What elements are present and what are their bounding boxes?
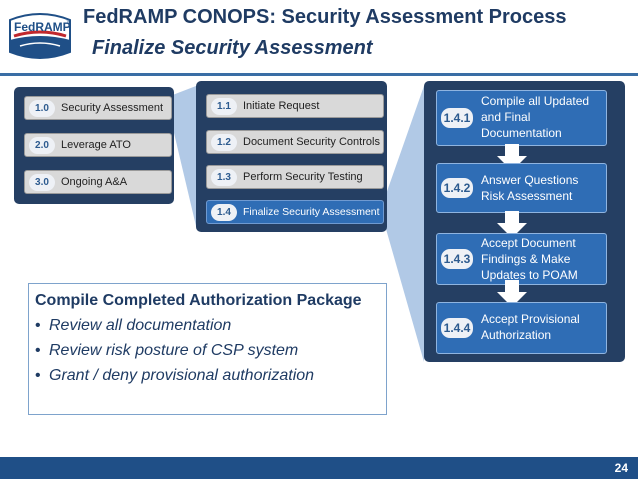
header-divider: [0, 73, 638, 76]
phase-item-ongoing-aa[interactable]: 3.0 Ongoing A&A: [24, 170, 172, 194]
down-arrow-icon: [497, 211, 527, 238]
substep-compile-documentation[interactable]: 1.4.1 Compile all Updated and Final Docu…: [436, 90, 607, 146]
substep-accept-provisional-authorization[interactable]: 1.4.4 Accept Provisional Authorization: [436, 302, 607, 354]
substep-line: Compile all Updated: [481, 94, 590, 108]
step-number: 1.3: [211, 168, 237, 186]
logo-tm: ™: [66, 20, 71, 26]
phase-number: 3.0: [29, 173, 55, 191]
step-label: Perform Security Testing: [243, 171, 363, 183]
package-list: Review all documentation Review risk pos…: [35, 313, 380, 388]
package-item: Review all documentation: [35, 313, 380, 338]
substep-line: Accept Provisional: [481, 312, 580, 326]
substep-line: Risk Assessment: [481, 189, 573, 203]
step-number: 1.4: [211, 203, 237, 221]
phase-number: 1.0: [29, 99, 55, 117]
package-item: Review risk posture of CSP system: [35, 338, 380, 363]
authorization-package-box: Compile Completed Authorization Package …: [28, 283, 387, 415]
step-label: Finalize Security Assessment: [243, 206, 380, 218]
substep-number: 1.4.1: [441, 108, 473, 128]
substep-line: Answer Questions: [481, 173, 579, 187]
fedramp-logo: FedRAMP ™: [4, 6, 76, 66]
step-item-perform-security-testing[interactable]: 1.3 Perform Security Testing: [206, 165, 384, 189]
down-arrow-icon: [497, 144, 527, 171]
step-item-initiate-request[interactable]: 1.1 Initiate Request: [206, 94, 384, 118]
step-item-document-security-controls[interactable]: 1.2 Document Security Controls: [206, 130, 384, 154]
step-label: Initiate Request: [243, 100, 320, 112]
substep-line: Documentation: [481, 126, 562, 140]
phase-item-leverage-ato[interactable]: 2.0 Leverage ATO: [24, 133, 172, 157]
page-number: 24: [614, 461, 628, 475]
substep-number: 1.4.3: [441, 249, 473, 269]
phase-label: Leverage ATO: [61, 139, 131, 151]
substep-line: Findings & Make: [481, 252, 571, 266]
phase-label: Security Assessment: [61, 102, 164, 114]
package-title: Compile Completed Authorization Package: [35, 292, 362, 309]
step-number: 1.2: [211, 133, 237, 151]
phase-label: Ongoing A&A: [61, 176, 128, 188]
package-item: Grant / deny provisional authorization: [35, 363, 380, 388]
substep-line: Authorization: [481, 328, 552, 342]
footer-bar: 24: [0, 457, 638, 479]
substep-line: Updates to POAM: [481, 268, 578, 282]
substep-number: 1.4.2: [441, 178, 473, 198]
substep-accept-findings[interactable]: 1.4.3 Accept Document Findings & Make Up…: [436, 233, 607, 285]
step-item-finalize-security-assessment[interactable]: 1.4 Finalize Security Assessment: [206, 200, 384, 224]
substep-line: Accept Document: [481, 236, 576, 250]
logo-text: FedRAMP: [14, 20, 71, 34]
page-title: FedRAMP CONOPS: Security Assessment Proc…: [83, 6, 567, 28]
page-subtitle: Finalize Security Assessment: [92, 37, 373, 59]
phase-item-security-assessment[interactable]: 1.0 Security Assessment: [24, 96, 172, 120]
down-arrow-icon: [497, 280, 527, 307]
step-label: Document Security Controls: [243, 136, 380, 148]
connector-step-to-substeps: [384, 86, 424, 362]
step-number: 1.1: [211, 97, 237, 115]
substep-answer-questions[interactable]: 1.4.2 Answer Questions Risk Assessment: [436, 163, 607, 213]
phase-number: 2.0: [29, 136, 55, 154]
substep-number: 1.4.4: [441, 318, 473, 338]
substep-line: and Final: [481, 110, 531, 124]
